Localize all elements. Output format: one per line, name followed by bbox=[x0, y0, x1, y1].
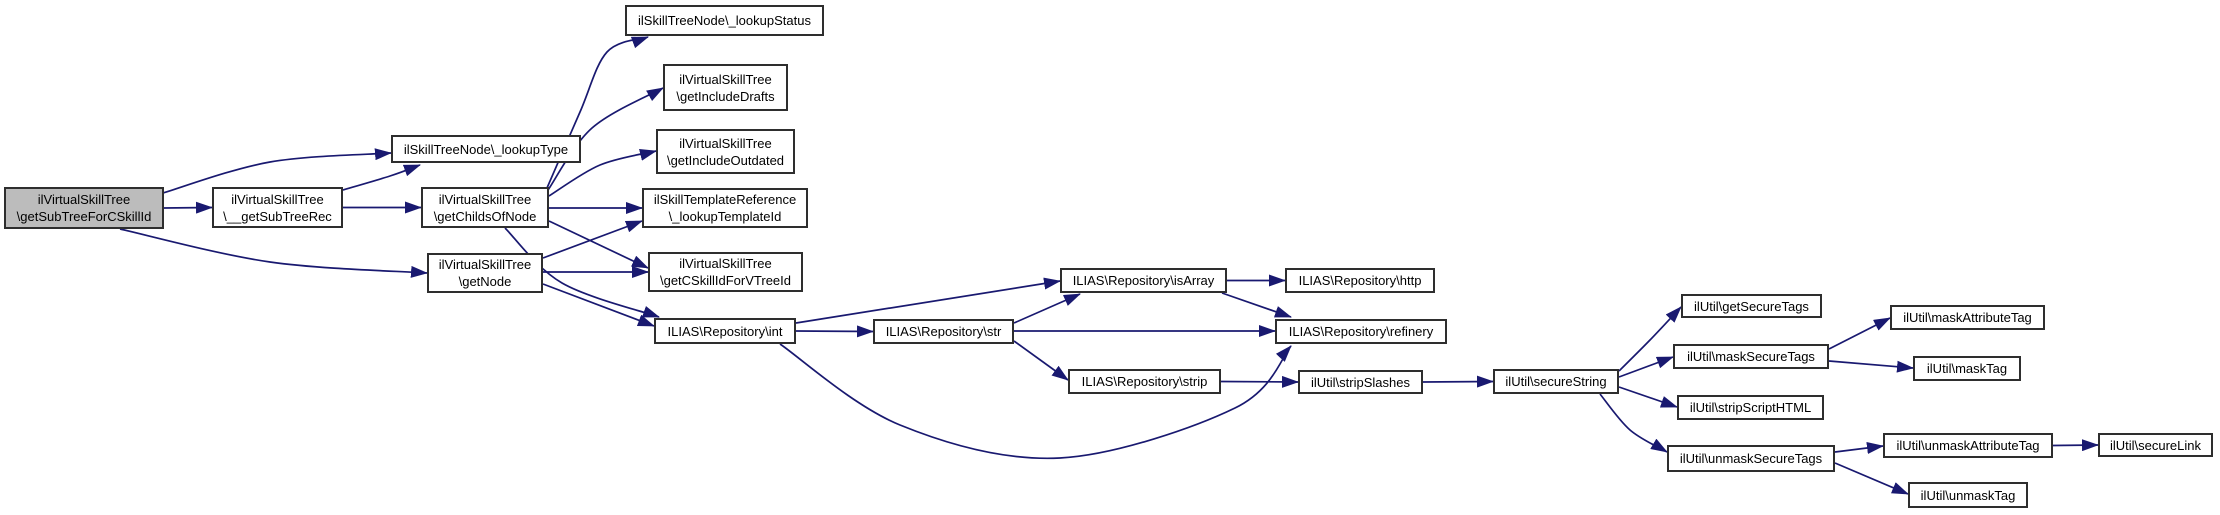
graph-node-label: ilSkillTreeNode\_lookupType bbox=[403, 141, 569, 157]
edge-getSubTreeForCSkillId-to-lookupType bbox=[162, 148, 392, 194]
graph-node-label: ILIAS\Repository\str bbox=[885, 324, 1002, 339]
graph-node-str[interactable]: ILIAS\Repository\str bbox=[873, 319, 1014, 344]
edge-int-to-isArray bbox=[795, 277, 1061, 324]
graph-node-label: ilVirtualSkillTree bbox=[231, 191, 324, 207]
graph-node-label: \getIncludeDrafts bbox=[676, 88, 775, 104]
graph-node-unmaskTag[interactable]: ilUtil\unmaskTag bbox=[1908, 482, 2028, 508]
graph-node-getNode[interactable]: ilVirtualSkillTree \getNode bbox=[427, 253, 543, 293]
edge-str-to-isArray bbox=[1013, 293, 1081, 324]
edge-stripSlashes-to-secureString bbox=[1422, 375, 1494, 388]
graph-node-stripSlashes[interactable]: ilUtil\stripSlashes bbox=[1298, 370, 1423, 394]
edge-getSubTreeForCSkillId-to-getNode bbox=[119, 228, 428, 278]
graph-node-getSecureTags[interactable]: ilUtil\getSecureTags bbox=[1681, 294, 1822, 318]
edge-getChildsOfNode-to-getIncludeOutdated bbox=[548, 149, 657, 197]
graph-node-unmaskAttributeTag[interactable]: ilUtil\unmaskAttributeTag bbox=[1883, 433, 2053, 458]
graph-node-stripScriptHTML[interactable]: ilUtil\stripScriptHTML bbox=[1677, 395, 1824, 420]
graph-node-http[interactable]: ILIAS\Repository\http bbox=[1285, 268, 1435, 293]
graph-node-strip[interactable]: ILIAS\Repository\strip bbox=[1068, 369, 1221, 394]
graph-node-label: ilUtil\stripSlashes bbox=[1311, 374, 1410, 390]
graph-node-unmaskSecureTags[interactable]: ilUtil\unmaskSecureTags bbox=[1667, 445, 1835, 472]
edge-strip-to-stripSlashes bbox=[1220, 375, 1299, 388]
graph-node-getSubTreeForCSkillId[interactable]: ilVirtualSkillTree \getSubTreeForCSkillId bbox=[4, 187, 164, 229]
graph-node-label: ilUtil\stripScriptHTML bbox=[1689, 400, 1812, 415]
edge-unmaskAttributeTag-to-secureLink bbox=[2052, 439, 2099, 452]
graph-node-label: ilVirtualSkillTree bbox=[438, 191, 532, 207]
graph-node-label: ilUtil\unmaskAttributeTag bbox=[1896, 438, 2040, 453]
graph-node-getCSkillIdForVTreeId[interactable]: ilVirtualSkillTree \getCSkillIdForVTreeId bbox=[648, 252, 803, 292]
graph-node-refinery[interactable]: ILIAS\Repository\refinery bbox=[1275, 319, 1447, 344]
edge-getSubTreeForCSkillId-to-getSubTreeRec bbox=[163, 201, 213, 214]
graph-node-label: ilVirtualSkillTree bbox=[438, 257, 532, 272]
edge-getChildsOfNode-to-int bbox=[504, 227, 660, 318]
edge-int-to-refinery bbox=[779, 343, 1292, 460]
graph-node-label: ilUtil\unmaskSecureTags bbox=[1679, 451, 1823, 466]
graph-node-label: ilSkillTreeNode\_lookupStatus bbox=[638, 13, 811, 28]
graph-node-maskTag[interactable]: ilUtil\maskTag bbox=[1913, 356, 2021, 381]
graph-node-label: \_lookupTemplateId bbox=[668, 209, 782, 224]
edge-secureString-to-getSecureTags bbox=[1618, 306, 1682, 372]
graph-node-label: ILIAS\Repository\strip bbox=[1081, 374, 1208, 389]
graph-node-label: ILIAS\Repository\http bbox=[1298, 273, 1422, 288]
edge-str-to-strip bbox=[1013, 340, 1069, 381]
graph-node-label: ILIAS\Repository\int bbox=[667, 323, 783, 339]
graph-node-label: ilVirtualSkillTree bbox=[679, 256, 772, 271]
graph-node-label: ilUtil\secureString bbox=[1505, 374, 1607, 389]
edge-int-to-str bbox=[795, 325, 874, 338]
graph-node-label: ilSkillTemplateReference bbox=[653, 192, 797, 207]
graph-node-label: ilUtil\getSecureTags bbox=[1694, 298, 1809, 314]
graph-node-getChildsOfNode[interactable]: ilVirtualSkillTree\getChildsOfNode bbox=[421, 187, 549, 228]
graph-node-label: ilVirtualSkillTree bbox=[37, 192, 131, 207]
graph-node-label: \getNode bbox=[458, 274, 512, 289]
graph-node-label: ilUtil\secureLink bbox=[2109, 437, 2202, 453]
edge-getSubTreeRec-to-lookupType bbox=[342, 164, 421, 191]
edge-secureString-to-stripScriptHTML bbox=[1618, 386, 1678, 408]
graph-node-secureString[interactable]: ilUtil\secureString bbox=[1493, 369, 1619, 394]
edge-getChildsOfNode-to-getCSkillIdForVTreeId bbox=[548, 220, 649, 269]
graph-node-label: ILIAS\Repository\refinery bbox=[1288, 324, 1434, 339]
graph-node-label: ilUtil\maskTag bbox=[1926, 361, 2008, 376]
graph-node-maskAttributeTag[interactable]: ilUtil\maskAttributeTag bbox=[1890, 305, 2045, 330]
edge-secureString-to-maskSecureTags bbox=[1618, 356, 1674, 378]
graph-node-isArray[interactable]: ILIAS\Repository\isArray bbox=[1060, 268, 1227, 293]
graph-node-label: ILIAS\Repository\isArray bbox=[1072, 273, 1215, 288]
graph-node-label: ilVirtualSkillTree bbox=[679, 71, 772, 87]
graph-node-label: \getCSkillIdForVTreeId bbox=[659, 273, 791, 288]
edge-getNode-to-lookupTemplateId bbox=[542, 220, 643, 259]
edge-getNode-to-int bbox=[542, 283, 655, 327]
edge-maskSecureTags-to-maskTag bbox=[1828, 360, 1914, 373]
graph-node-label: ilUtil\maskSecureTags bbox=[1687, 349, 1815, 364]
edge-isArray-to-refinery bbox=[1221, 292, 1292, 318]
graph-node-label: ilUtil\unmaskTag bbox=[1920, 487, 2016, 503]
graph-node-getIncludeOutdated[interactable]: ilVirtualSkillTree\getIncludeOutdated bbox=[656, 129, 795, 174]
graph-node-label: \getSubTreeForCSkillId bbox=[16, 209, 152, 224]
graph-node-label: ilVirtualSkillTree bbox=[679, 135, 772, 151]
graph-node-lookupType[interactable]: ilSkillTreeNode\_lookupType bbox=[391, 135, 581, 163]
graph-node-lookupStatus[interactable]: ilSkillTreeNode\_lookupStatus bbox=[625, 5, 824, 36]
edge-maskSecureTags-to-maskAttributeTag bbox=[1828, 317, 1891, 350]
graph-node-lookupTemplateId[interactable]: ilSkillTemplateReference \_lookupTemplate… bbox=[642, 188, 808, 228]
graph-node-label: \__getSubTreeRec bbox=[223, 208, 332, 224]
graph-node-secureLink[interactable]: ilUtil\secureLink bbox=[2098, 433, 2213, 457]
graph-node-label: \getIncludeOutdated bbox=[666, 152, 785, 168]
edge-secureString-to-unmaskSecureTags bbox=[1599, 393, 1668, 453]
graph-node-getSubTreeRec[interactable]: ilVirtualSkillTree\__getSubTreeRec bbox=[212, 187, 343, 228]
graph-node-label: ilUtil\maskAttributeTag bbox=[1903, 310, 2032, 325]
edge-unmaskSecureTags-to-unmaskTag bbox=[1834, 462, 1909, 495]
graph-node-maskSecureTags[interactable]: ilUtil\maskSecureTags bbox=[1673, 344, 1829, 369]
edge-getChildsOfNode-to-getIncludeDrafts bbox=[547, 87, 664, 191]
graph-node-int[interactable]: ILIAS\Repository\int bbox=[654, 318, 796, 344]
edge-unmaskSecureTags-to-unmaskAttributeTag bbox=[1834, 442, 1884, 454]
graph-node-getIncludeDrafts[interactable]: ilVirtualSkillTree\getIncludeDrafts bbox=[663, 64, 788, 111]
graph-node-label: \getChildsOfNode bbox=[433, 208, 537, 224]
